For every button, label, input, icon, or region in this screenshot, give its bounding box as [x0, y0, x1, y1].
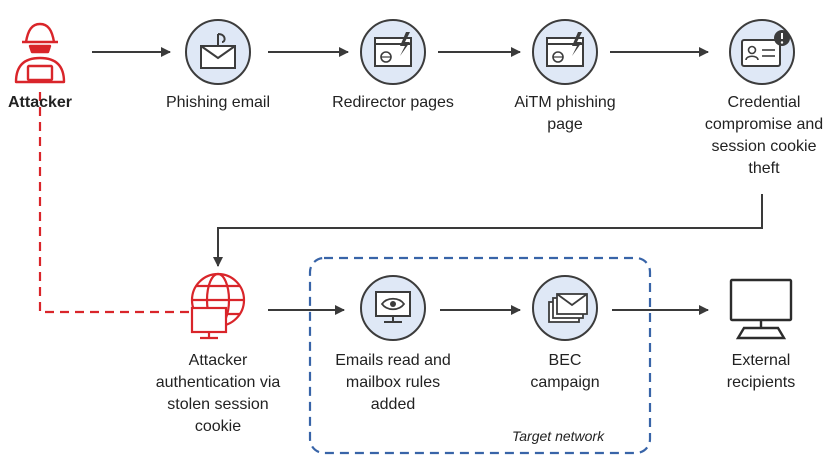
label-line: campaign	[530, 374, 600, 391]
label-line: compromise and	[704, 116, 824, 133]
label-line: Phishing email	[165, 94, 271, 111]
label-credential: Credential compromise and session cookie…	[696, 92, 832, 180]
arrow-credential-to-auth	[213, 194, 763, 267]
label-line: External	[731, 352, 791, 369]
label-line: AiTM phishing	[514, 94, 616, 111]
browser-window-icon	[532, 19, 598, 85]
label-aitm-page: AiTM phishing page	[490, 92, 640, 136]
label-line: Emails read and	[335, 352, 451, 369]
label-external-recipients: External recipients	[706, 350, 816, 394]
label-line: page	[547, 116, 583, 133]
label-phishing-email: Phishing email	[140, 92, 296, 114]
phishing-email-icon	[185, 19, 251, 85]
label-line: session cookie	[711, 138, 817, 155]
label-line: Attacker	[188, 352, 248, 369]
label-line: authentication via	[155, 374, 281, 391]
label-line: Credential	[727, 94, 801, 111]
label-attacker-auth: Attacker authentication via stolen sessi…	[138, 350, 298, 438]
globe-monitor-icon	[190, 272, 246, 340]
label-emails-read: Emails read and mailbox rules added	[318, 350, 468, 416]
monitor-eye-icon	[360, 275, 426, 341]
target-network-box	[308, 256, 652, 455]
label-line: BEC	[548, 352, 582, 369]
label-line: theft	[748, 160, 780, 177]
label-line: Redirector pages	[332, 94, 454, 111]
id-card-alert-icon	[729, 19, 795, 85]
target-network-label: Target network	[508, 428, 609, 444]
label-line: stolen session	[167, 396, 269, 413]
label-line: recipients	[726, 374, 796, 391]
label-line: mailbox rules	[345, 374, 441, 391]
browser-window-icon	[360, 19, 426, 85]
label-line: cookie	[194, 418, 242, 435]
desktop-computer-icon	[729, 278, 793, 340]
attacker-link-dashed	[38, 92, 190, 314]
label-redirector-pages: Redirector pages	[318, 92, 468, 114]
stacked-envelopes-icon	[532, 275, 598, 341]
label-line: Attacker	[7, 94, 73, 111]
label-bec-campaign: BEC campaign	[505, 350, 625, 394]
label-line: added	[370, 396, 416, 413]
label-attacker: Attacker	[0, 92, 80, 114]
hacker-icon	[14, 22, 66, 84]
